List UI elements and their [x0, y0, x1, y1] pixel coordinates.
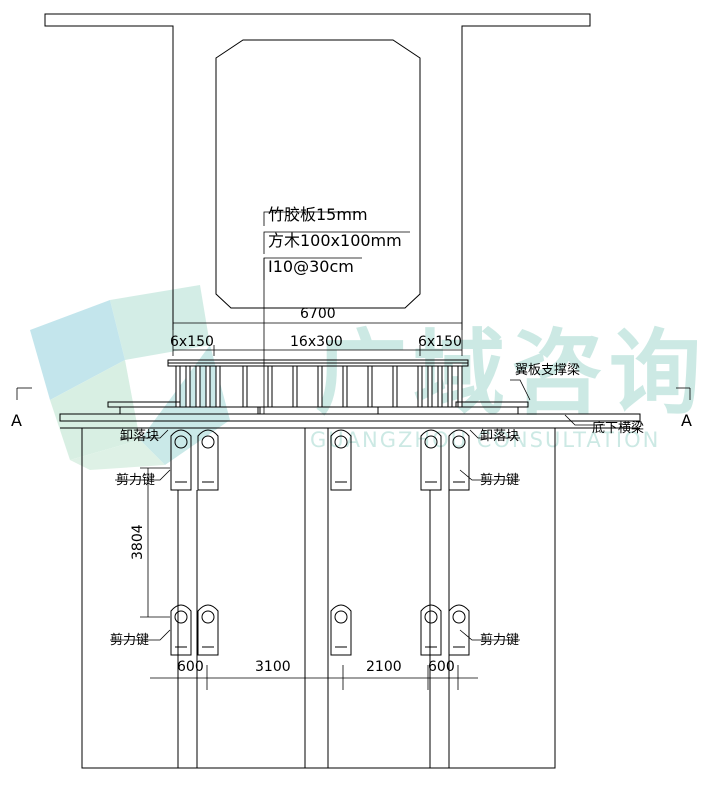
label-shear-key-upper-right: 剪力键	[480, 472, 519, 488]
label-shear-key-lower-right: 剪力键	[480, 632, 519, 648]
i-beam-post	[317, 365, 323, 408]
box-girder	[44, 13, 591, 330]
dim-bottom-2100: 2100	[366, 659, 402, 675]
shear-key-icon	[448, 604, 470, 656]
label-unloading-block-left: 卸落块	[120, 428, 159, 444]
i-beam-post	[242, 365, 248, 408]
shear-key-icon	[170, 604, 192, 656]
i-beam-post	[175, 365, 181, 408]
note-bamboo-plywood: 竹胶板15mm	[268, 205, 368, 224]
dim-middle-spacing: 16x300	[290, 334, 343, 350]
dim-bottom-3100: 3100	[255, 659, 291, 675]
i-beam-post	[437, 365, 443, 408]
i-beam-post	[292, 365, 298, 408]
i-beam-post	[205, 365, 211, 408]
i-beam-post	[267, 365, 273, 408]
i-beam-post	[392, 365, 398, 408]
section-mark-right: A	[681, 411, 692, 430]
dim-vertical-offset: 3804	[130, 524, 146, 560]
dimension-lines	[16, 211, 691, 690]
note-i-beam-spacing: I10@30cm	[268, 257, 354, 276]
label-bottom-cross-beam: 底下横梁	[592, 420, 644, 436]
dim-bottom-600-left: 600	[177, 659, 204, 675]
dim-left-spacing: 6x150	[170, 334, 214, 350]
dim-bottom-600-right: 600	[428, 659, 455, 675]
shear-keys	[170, 429, 470, 656]
i-beam-post	[427, 365, 433, 408]
shear-key-icon	[170, 429, 192, 491]
shear-key-icon	[420, 604, 442, 656]
i-beam-post	[457, 365, 463, 408]
shear-key-icon	[420, 429, 442, 491]
watermark-text: 广域咨询	[315, 320, 707, 427]
i-beam-post	[195, 365, 201, 408]
note-square-timber: 方木100x100mm	[268, 231, 402, 250]
section-mark-left: A	[11, 411, 22, 430]
i-beam-post	[215, 365, 221, 408]
label-shear-key-upper-left: 剪力键	[116, 472, 155, 488]
i-beam-post	[417, 365, 423, 408]
i-beam-post	[342, 365, 348, 408]
shear-key-icon	[197, 604, 219, 656]
shear-key-icon	[330, 429, 352, 491]
shear-key-icon	[197, 429, 219, 491]
shear-key-icon	[330, 604, 352, 656]
i-beam-posts	[175, 365, 463, 408]
dim-total-width: 6700	[300, 306, 336, 322]
shear-key-icon	[448, 429, 470, 491]
i-beam-post	[367, 365, 373, 408]
label-unloading-block-right: 卸落块	[480, 428, 519, 444]
drawing-labels: 竹胶板15mm 方木100x100mm I10@30cm 6700 6x150 …	[11, 205, 692, 675]
watermark-subtext: GUANGZHOU CONSULTATION	[310, 428, 660, 452]
i-beam-post	[185, 365, 191, 408]
label-shear-key-lower-left: 剪力键	[110, 632, 149, 648]
i-beam-post	[447, 365, 453, 408]
dim-right-spacing: 6x150	[418, 334, 462, 350]
pier	[81, 428, 556, 769]
deck-formwork	[59, 359, 641, 429]
label-wing-support-beam: 翼板支撑梁	[515, 363, 580, 378]
